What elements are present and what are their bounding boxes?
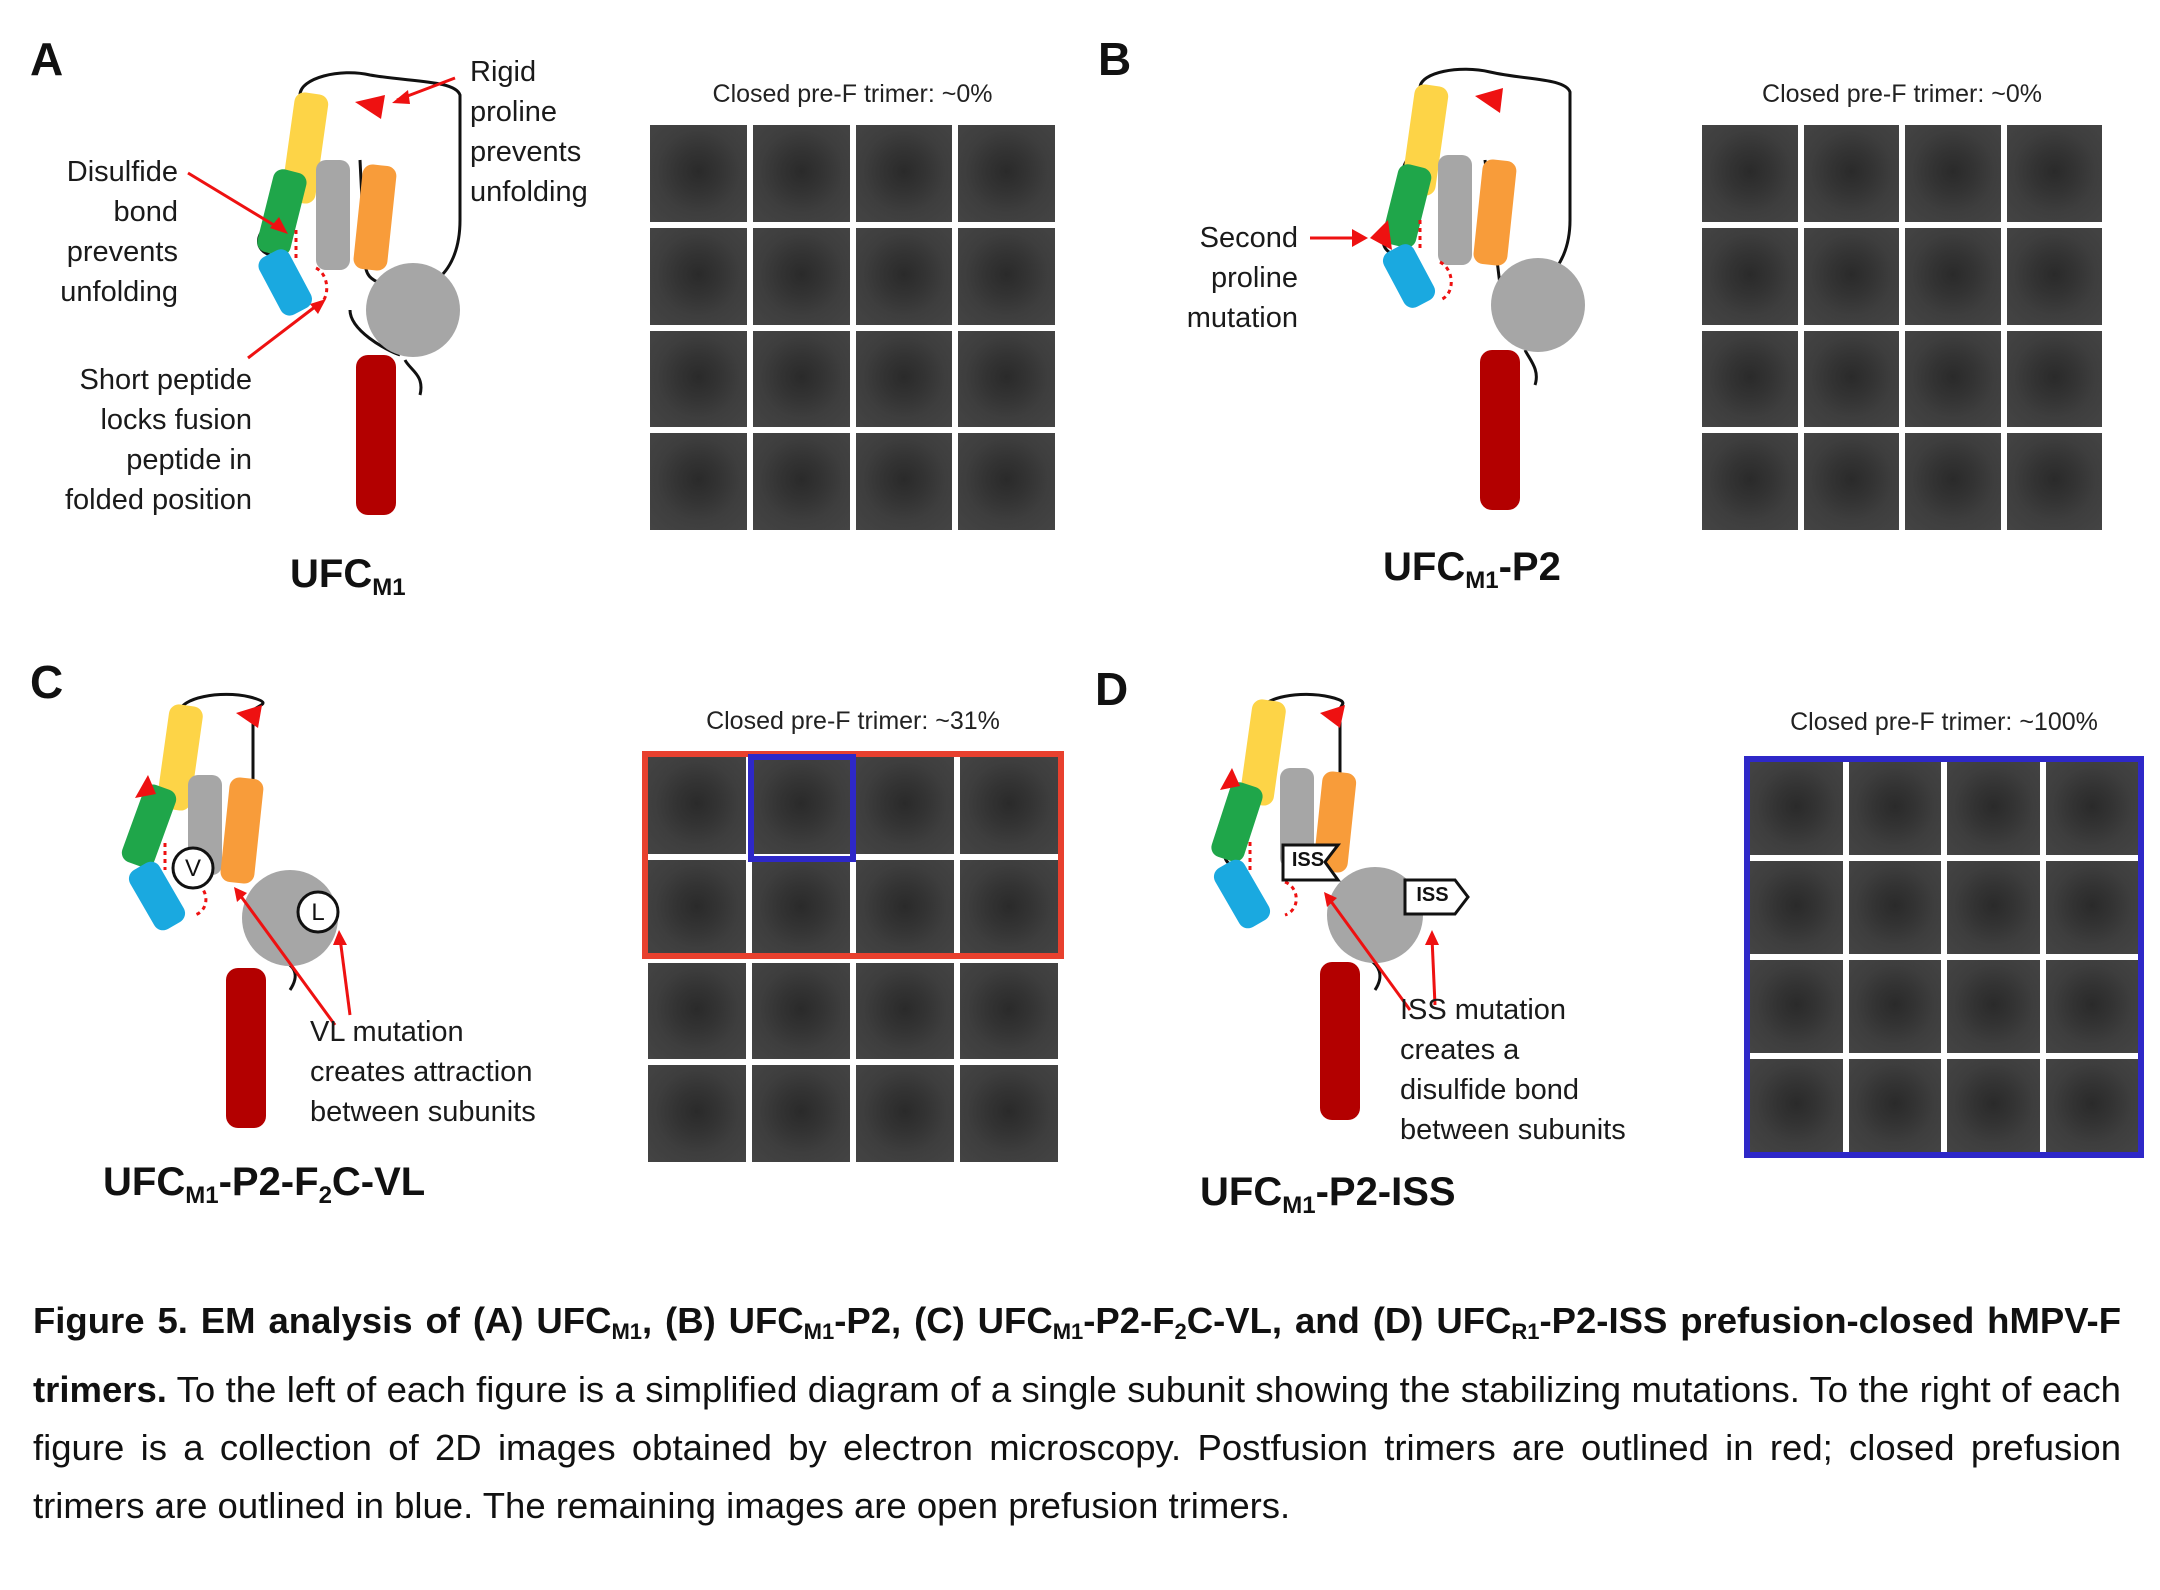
em-image: [855, 433, 953, 530]
em-image: [1750, 1059, 1843, 1152]
em-image: [752, 227, 850, 325]
em-image: [1848, 1059, 1941, 1152]
l-mutation-label: L: [311, 899, 325, 926]
em-image: [855, 330, 953, 428]
em-image: [1803, 433, 1899, 530]
em-image: [1803, 330, 1899, 428]
construct-label-c: UFCM1-P2-F2C-VL: [103, 1160, 426, 1209]
construct-label-b: UFCM1-P2: [1383, 545, 1561, 594]
em-image: [1905, 433, 2001, 530]
em-image: [1702, 227, 1798, 325]
em-image-grid-d: [1750, 762, 2138, 1152]
em-image: [1947, 1059, 2040, 1152]
em-image: [855, 125, 953, 222]
em-image: [650, 125, 747, 222]
panel-letter-c: C: [30, 656, 64, 708]
em-image: [650, 330, 747, 428]
construct-label-d: UFCM1-P2-ISS: [1200, 1170, 1456, 1219]
em-image: [1702, 125, 1798, 222]
em-image: [648, 757, 746, 854]
em-image: [650, 433, 747, 530]
em-image: [1750, 861, 1843, 954]
em-image-grid-a: [650, 125, 1055, 530]
em-image: [960, 757, 1058, 854]
grid-title-b: Closed pre-F trimer: ~0%: [1762, 80, 2042, 108]
em-image: [752, 330, 850, 428]
iss-tag-label-1: ISS: [1291, 849, 1325, 871]
em-image: [752, 433, 850, 530]
iss-tag-label-2: ISS: [1416, 884, 1449, 906]
caption-body: To the left of each figure is a simplifi…: [33, 1369, 2121, 1526]
em-image: [648, 1065, 746, 1162]
em-image: [648, 962, 746, 1060]
v-mutation-label: V: [184, 855, 201, 882]
em-image-grid-c: [648, 757, 1058, 1162]
figure-caption: Figure 5. EM analysis of (A) UFCM1, (B) …: [33, 1292, 2121, 1535]
em-image: [960, 859, 1058, 957]
em-image: [960, 1065, 1058, 1162]
em-image: [1947, 861, 2040, 954]
em-image: [752, 859, 850, 957]
em-image: [2045, 960, 2138, 1053]
em-image: [856, 859, 954, 957]
em-image: [1905, 125, 2001, 222]
em-image: [1905, 227, 2001, 325]
grid-title-d: Closed pre-F trimer: ~100%: [1790, 708, 2098, 736]
em-image: [960, 962, 1058, 1060]
panel-letter-b: B: [1098, 33, 1132, 85]
em-image: [752, 962, 850, 1060]
em-image: [1947, 960, 2040, 1053]
em-image: [1750, 960, 1843, 1053]
em-image: [2045, 1059, 2138, 1152]
em-image: [2006, 330, 2102, 428]
em-image: [1803, 125, 1899, 222]
em-image: [958, 125, 1055, 222]
em-image: [1750, 762, 1843, 855]
em-image: [2045, 861, 2138, 954]
em-image: [856, 962, 954, 1060]
construct-label-a: UFCM1: [290, 552, 406, 601]
em-image: [752, 125, 850, 222]
em-image: [752, 757, 850, 854]
em-image: [958, 433, 1055, 530]
em-image: [1947, 762, 2040, 855]
em-image-grid-b: [1702, 125, 2102, 530]
em-image: [855, 227, 953, 325]
em-image: [856, 1065, 954, 1162]
em-image: [1848, 762, 1941, 855]
em-image: [2006, 125, 2102, 222]
em-image: [1803, 227, 1899, 325]
panel-letter-d: D: [1095, 663, 1129, 715]
em-image: [856, 757, 954, 854]
em-image: [1702, 433, 1798, 530]
em-image: [752, 1065, 850, 1162]
panel-letter-a: A: [30, 33, 64, 85]
caption-bold: Figure 5. EM analysis of (A) UFCM1, (B) …: [33, 1300, 2122, 1410]
em-image: [650, 227, 747, 325]
em-image: [958, 227, 1055, 325]
em-image: [648, 859, 746, 957]
em-image: [1702, 330, 1798, 428]
em-image: [2045, 762, 2138, 855]
em-image: [958, 330, 1055, 428]
em-image: [2006, 227, 2102, 325]
em-image: [1905, 330, 2001, 428]
em-image: [1848, 861, 1941, 954]
grid-title-a: Closed pre-F trimer: ~0%: [712, 80, 993, 108]
em-image: [1848, 960, 1941, 1053]
em-image: [2006, 433, 2102, 530]
grid-title-c: Closed pre-F trimer: ~31%: [706, 707, 1000, 735]
